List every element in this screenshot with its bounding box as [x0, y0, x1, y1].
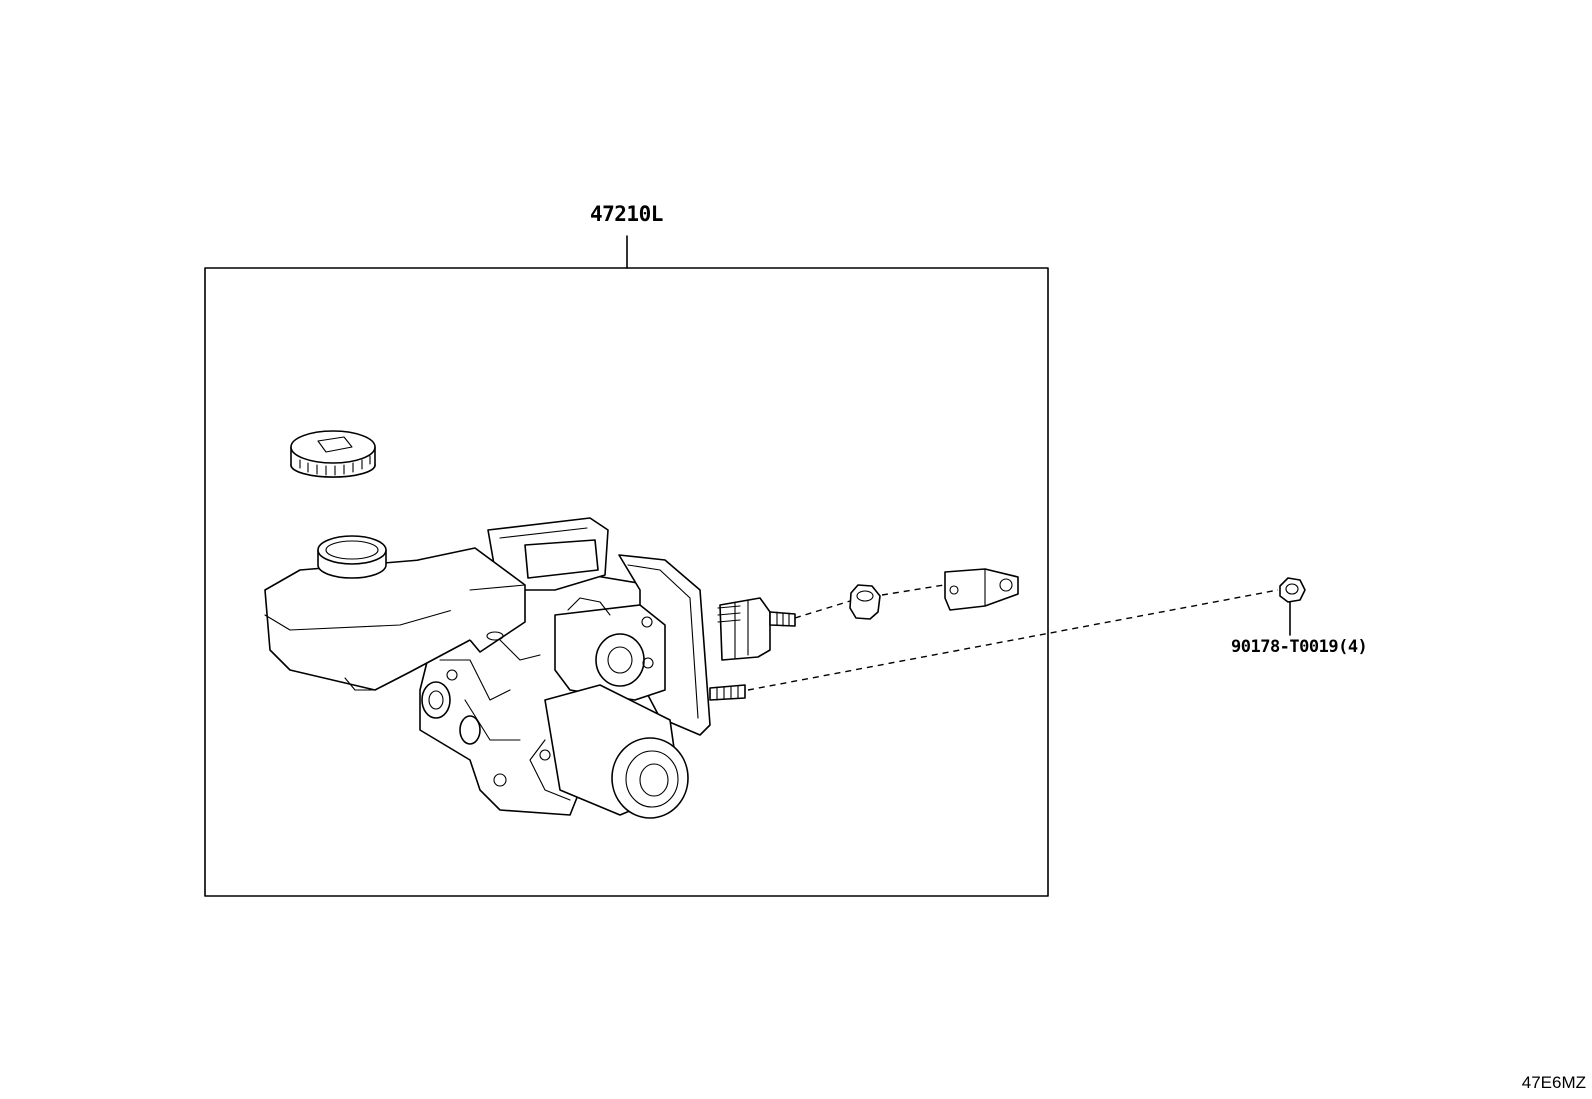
- reservoir-cap[interactable]: [290, 430, 376, 478]
- part-number-main-assembly[interactable]: 47210L: [590, 202, 663, 226]
- pushrod-clevis[interactable]: [944, 568, 1019, 611]
- mounting-stud-upper: [717, 605, 796, 627]
- alignment-line-clevis-2: [881, 584, 945, 596]
- part-number-mount-nut[interactable]: 90178-T0019(4): [1231, 637, 1368, 657]
- master-cylinder-ports: [554, 597, 666, 701]
- diagram-code: 47E6MZ: [1521, 1073, 1586, 1092]
- mounting-nut-icon[interactable]: [1279, 577, 1306, 603]
- alignment-line-nut: [747, 589, 1279, 691]
- mounting-stud-lower: [709, 684, 746, 701]
- brake-fluid-reservoir: [264, 547, 526, 691]
- reservoir-filler-neck: [317, 535, 387, 579]
- clevis-lock-nut[interactable]: [849, 584, 881, 620]
- alignment-line-clevis: [794, 600, 851, 619]
- pump-motor: [529, 684, 689, 819]
